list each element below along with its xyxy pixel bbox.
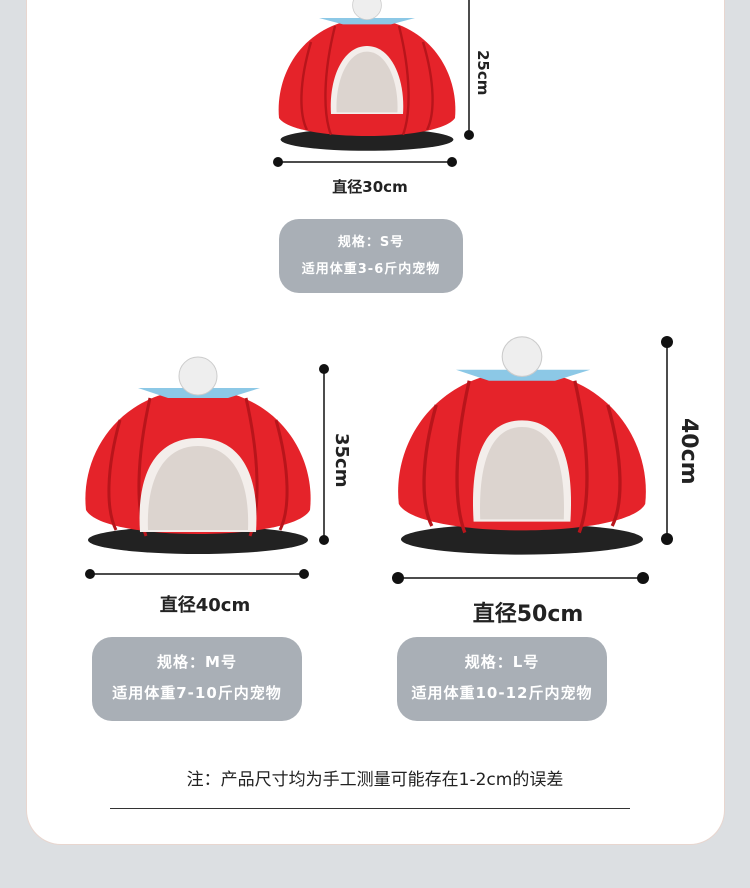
small-spec-badge: 规格：S号 适用体重3-6斤内宠物 (279, 219, 463, 293)
medium-height-label: 35cm (331, 433, 352, 488)
medium-spec-badge: 规格：M号 适用体重7-10斤内宠物 (92, 637, 302, 721)
large-height-label: 40cm (676, 418, 701, 485)
medium-weight-label: 适用体重7-10斤内宠物 (112, 684, 282, 702)
large-spec-label: 规格：L号 (464, 653, 540, 671)
measurement-note: 注：产品尺寸均为手工测量可能存在1-2cm的误差 (186, 770, 564, 790)
large-weight-label: 适用体重10-12斤内宠物 (411, 684, 593, 702)
large-spec-badge: 规格：L号 适用体重10-12斤内宠物 (397, 637, 607, 721)
note-divider (110, 808, 630, 809)
small-spec-label: 规格：S号 (337, 235, 405, 250)
small-diameter-label: 直径30cm (332, 178, 408, 196)
large-diameter-label: 直径50cm (472, 602, 584, 627)
small-height-label: 25cm (474, 50, 492, 96)
medium-spec-label: 规格：M号 (157, 653, 237, 671)
small-weight-label: 适用体重3-6斤内宠物 (301, 262, 441, 277)
medium-diameter-label: 直径40cm (159, 595, 251, 616)
